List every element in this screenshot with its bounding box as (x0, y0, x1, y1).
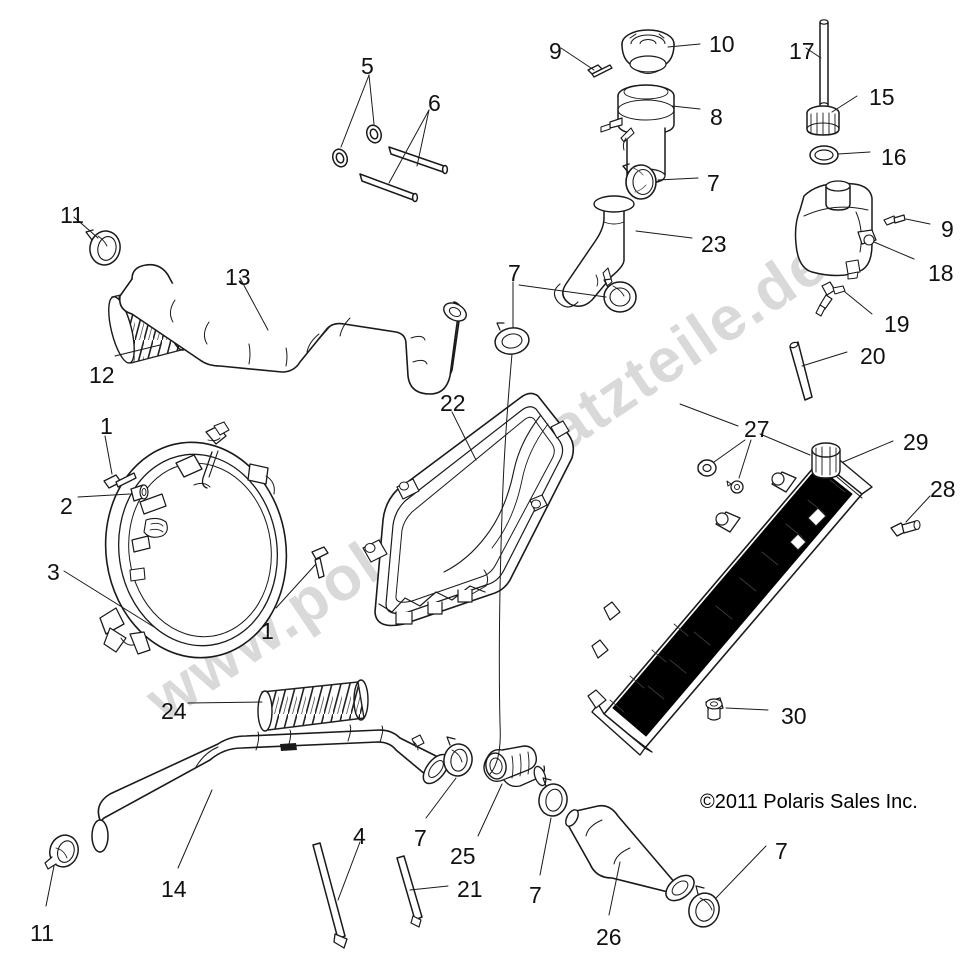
part-radiator-filler-neck (811, 442, 841, 479)
callout-20: 20 (860, 343, 886, 369)
part-nut-flange (130, 484, 149, 502)
callout-30: 30 (781, 703, 807, 729)
callout-19: 19 (884, 311, 910, 337)
callout-9-upper: 9 (549, 38, 562, 64)
callout-16: 16 (881, 144, 907, 170)
callout-11-lower: 11 (30, 920, 54, 946)
part-hose-spring-guard-lower (257, 679, 369, 732)
part-cable-tie-long (312, 842, 348, 949)
part-temperature-sensor (815, 281, 846, 317)
callout-18: 18 (928, 260, 954, 286)
callout-7-c: 7 (414, 825, 427, 851)
callout-9-reservoir: 9 (941, 216, 954, 242)
callout-4: 4 (353, 823, 366, 849)
part-hose-clamp-mid (494, 322, 530, 355)
callout-11-upper: 11 (60, 202, 84, 228)
callout-29: 29 (903, 429, 929, 455)
callout-7-a: 7 (707, 170, 720, 196)
part-screw-shroud-upper (103, 472, 137, 489)
part-coolant-elbow-pipe (553, 195, 635, 308)
part-screw-upper (587, 64, 613, 78)
callout-26: 26 (596, 924, 622, 950)
callout-7-e: 7 (775, 838, 788, 864)
part-upper-radiator-hose (118, 263, 467, 395)
part-reservoir-cap (806, 105, 840, 136)
callout-13: 13 (225, 264, 251, 290)
callout-10: 10 (709, 31, 735, 57)
callout-7-b: 7 (508, 260, 521, 286)
part-fan-shroud-upper (362, 392, 575, 627)
callout-7-d: 7 (529, 882, 542, 908)
part-coolant-tee-fitting (483, 745, 547, 788)
callout-8: 8 (710, 104, 723, 130)
part-hose-clamp-upper-left (85, 229, 121, 266)
callout-1-b: 1 (261, 618, 274, 644)
callout-6: 6 (428, 90, 441, 116)
callout-2: 2 (60, 493, 73, 519)
part-coolant-recovery-bottle (794, 180, 877, 280)
part-hose-clamp-bypass-left (538, 777, 568, 817)
callout-5: 5 (361, 53, 374, 79)
part-overflow-tube (819, 19, 829, 108)
part-screw-reservoir (883, 214, 906, 226)
part-cable-tie-short (396, 855, 423, 928)
part-fan-shroud-ring (99, 421, 288, 659)
callout-17: 17 (789, 38, 815, 64)
copyright-notice: ©2011 Polaris Sales Inc. (700, 791, 918, 813)
callout-14: 14 (161, 876, 187, 902)
part-screw-radiator-mount (890, 519, 921, 537)
callout-23: 23 (701, 231, 727, 257)
part-tube-rod-pair (359, 146, 449, 203)
callout-28: 28 (930, 476, 956, 502)
callout-12: 12 (89, 362, 115, 388)
part-radiator-mount-grommets (697, 459, 744, 494)
part-vent-tube (789, 341, 813, 401)
callout-27: 27 (744, 416, 770, 442)
callout-21: 21 (457, 876, 483, 902)
part-hose-clamp-bypass-right (688, 885, 720, 928)
part-clamp-small-pair (331, 124, 383, 168)
part-hose-clamp-lower-left (44, 834, 79, 870)
part-bypass-hose (565, 804, 695, 902)
callout-22: 22 (440, 390, 466, 416)
part-radiator-cap (621, 29, 675, 74)
part-hose-clamp-tee-left (443, 736, 473, 777)
part-screw-shroud-lower (311, 546, 329, 579)
part-lower-radiator-hose (91, 724, 450, 853)
callout-25: 25 (450, 843, 476, 869)
part-drain-plug (705, 697, 724, 721)
callout-24: 24 (161, 698, 187, 724)
callout-15: 15 (869, 84, 895, 110)
part-radiator (587, 451, 873, 756)
part-cap-seal-oring (809, 145, 839, 165)
callout-3: 3 (47, 559, 60, 585)
callout-1-a: 1 (100, 413, 113, 439)
